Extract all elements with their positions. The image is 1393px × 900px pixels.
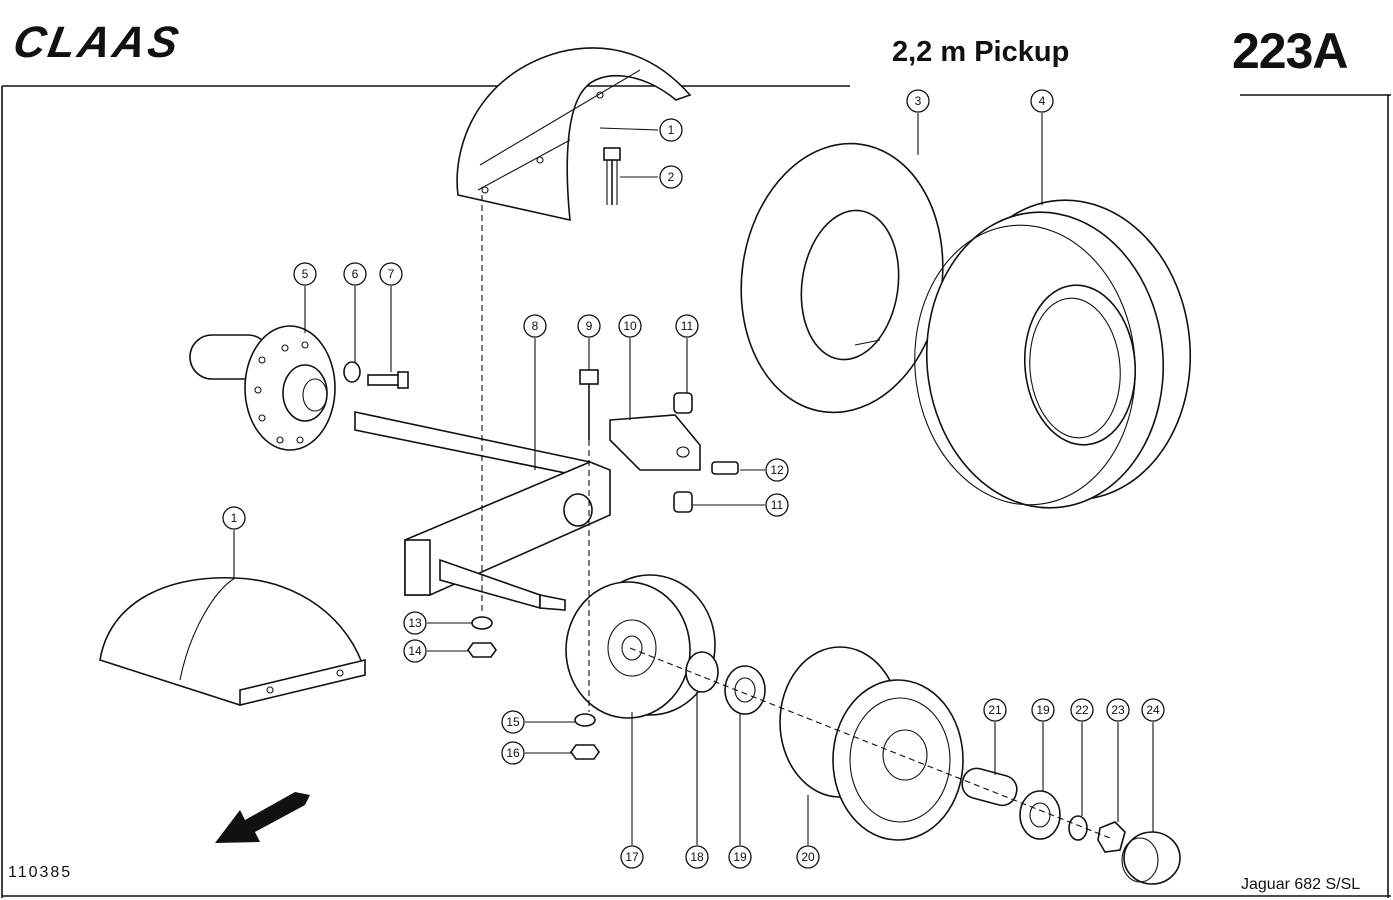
svg-text:23: 23: [1111, 703, 1125, 717]
svg-text:22: 22: [1075, 703, 1089, 717]
washer-part-15: [574, 713, 596, 727]
svg-text:19: 19: [733, 850, 747, 864]
callout-24: 24: [1141, 698, 1165, 722]
svg-text:11: 11: [771, 498, 784, 512]
washer-part-13: [471, 616, 493, 630]
svg-text:11: 11: [681, 319, 694, 333]
callout-15: 15: [501, 710, 525, 734]
callout-9: 9: [577, 314, 601, 338]
callout-19-right: 19: [1031, 698, 1055, 722]
sheet-title: 2,2 m Pickup: [892, 36, 1070, 68]
nut-part-16: [570, 744, 600, 760]
rim-part-20: [779, 646, 964, 841]
callout-19-left: 19: [728, 845, 752, 869]
spacer-part-21: [961, 767, 1018, 807]
svg-text:2: 2: [668, 170, 675, 184]
svg-text:6: 6: [352, 267, 359, 281]
svg-text:17: 17: [625, 850, 639, 864]
drawing-number: 110385: [8, 864, 73, 881]
roller-part-17: [565, 574, 716, 719]
model-name: Jaguar 682 S/SL: [1241, 876, 1361, 893]
bolt-part-9: [579, 369, 599, 440]
svg-text:20: 20: [801, 850, 815, 864]
bush-part-11-upper: [673, 392, 693, 414]
callout-10: 10: [618, 314, 642, 338]
svg-text:12: 12: [770, 463, 784, 477]
svg-text:3: 3: [915, 94, 922, 108]
bush-part-11-lower: [673, 491, 693, 513]
callout-6: 6: [343, 262, 367, 286]
callout-5: 5: [293, 262, 317, 286]
bolt-part-2: [603, 147, 621, 205]
svg-text:5: 5: [302, 267, 309, 281]
callout-22: 22: [1070, 698, 1094, 722]
callout-21: 21: [983, 698, 1007, 722]
callout-13: 13: [403, 611, 427, 635]
callout-1-lower: 1: [222, 506, 246, 530]
callout-11-upper: 11: [675, 314, 699, 338]
tyre: [914, 199, 1192, 509]
nut-part-14: [467, 642, 497, 658]
fender-upper: [456, 47, 692, 222]
callout-20: 20: [796, 845, 820, 869]
callout-18: 18: [685, 845, 709, 869]
svg-text:13: 13: [408, 616, 422, 630]
fender-lower: [99, 576, 366, 707]
bearing-part-19-right: [1019, 790, 1061, 840]
callout-2: 2: [659, 165, 683, 189]
svg-text:21: 21: [988, 703, 1002, 717]
screw-part-7: [367, 371, 409, 389]
svg-text:9: 9: [586, 319, 593, 333]
hub-flange: [189, 325, 336, 451]
svg-text:1: 1: [668, 123, 675, 137]
svg-text:4: 4: [1039, 94, 1046, 108]
callout-12: 12: [765, 458, 789, 482]
svg-text:16: 16: [506, 746, 520, 760]
callout-23: 23: [1106, 698, 1130, 722]
direction-arrow-icon: [215, 792, 310, 843]
leader-lines: [233, 113, 1154, 845]
svg-text:8: 8: [532, 319, 539, 333]
callout-4: 4: [1030, 89, 1054, 113]
svg-text:7: 7: [388, 267, 395, 281]
sheet-code: 223A: [1232, 23, 1349, 79]
callout-7: 7: [379, 262, 403, 286]
svg-text:18: 18: [690, 850, 704, 864]
svg-text:19: 19: [1036, 703, 1050, 717]
washer-part-6: [343, 361, 361, 383]
callout-1-upper: 1: [659, 118, 683, 142]
svg-text:14: 14: [408, 644, 422, 658]
inner-tube: [740, 142, 944, 414]
callout-14: 14: [403, 639, 427, 663]
ring-part-18: [685, 651, 719, 693]
callout-8: 8: [523, 314, 547, 338]
callout-17: 17: [620, 845, 644, 869]
callout-16: 16: [501, 741, 525, 765]
nut-part-23: [1097, 821, 1126, 853]
svg-text:1: 1: [231, 511, 238, 525]
callout-11-lower: 11: [765, 493, 789, 517]
screw-part-12: [711, 461, 739, 475]
svg-text:15: 15: [506, 715, 520, 729]
bearing-part-19-left: [724, 665, 766, 715]
clamp-part-10: [609, 414, 701, 471]
svg-text:24: 24: [1146, 703, 1160, 717]
svg-text:10: 10: [623, 319, 637, 333]
washer-part-22: [1068, 815, 1088, 841]
axle-arm: [354, 411, 611, 611]
callout-3: 3: [906, 89, 930, 113]
cap-part-24: [1121, 831, 1181, 885]
